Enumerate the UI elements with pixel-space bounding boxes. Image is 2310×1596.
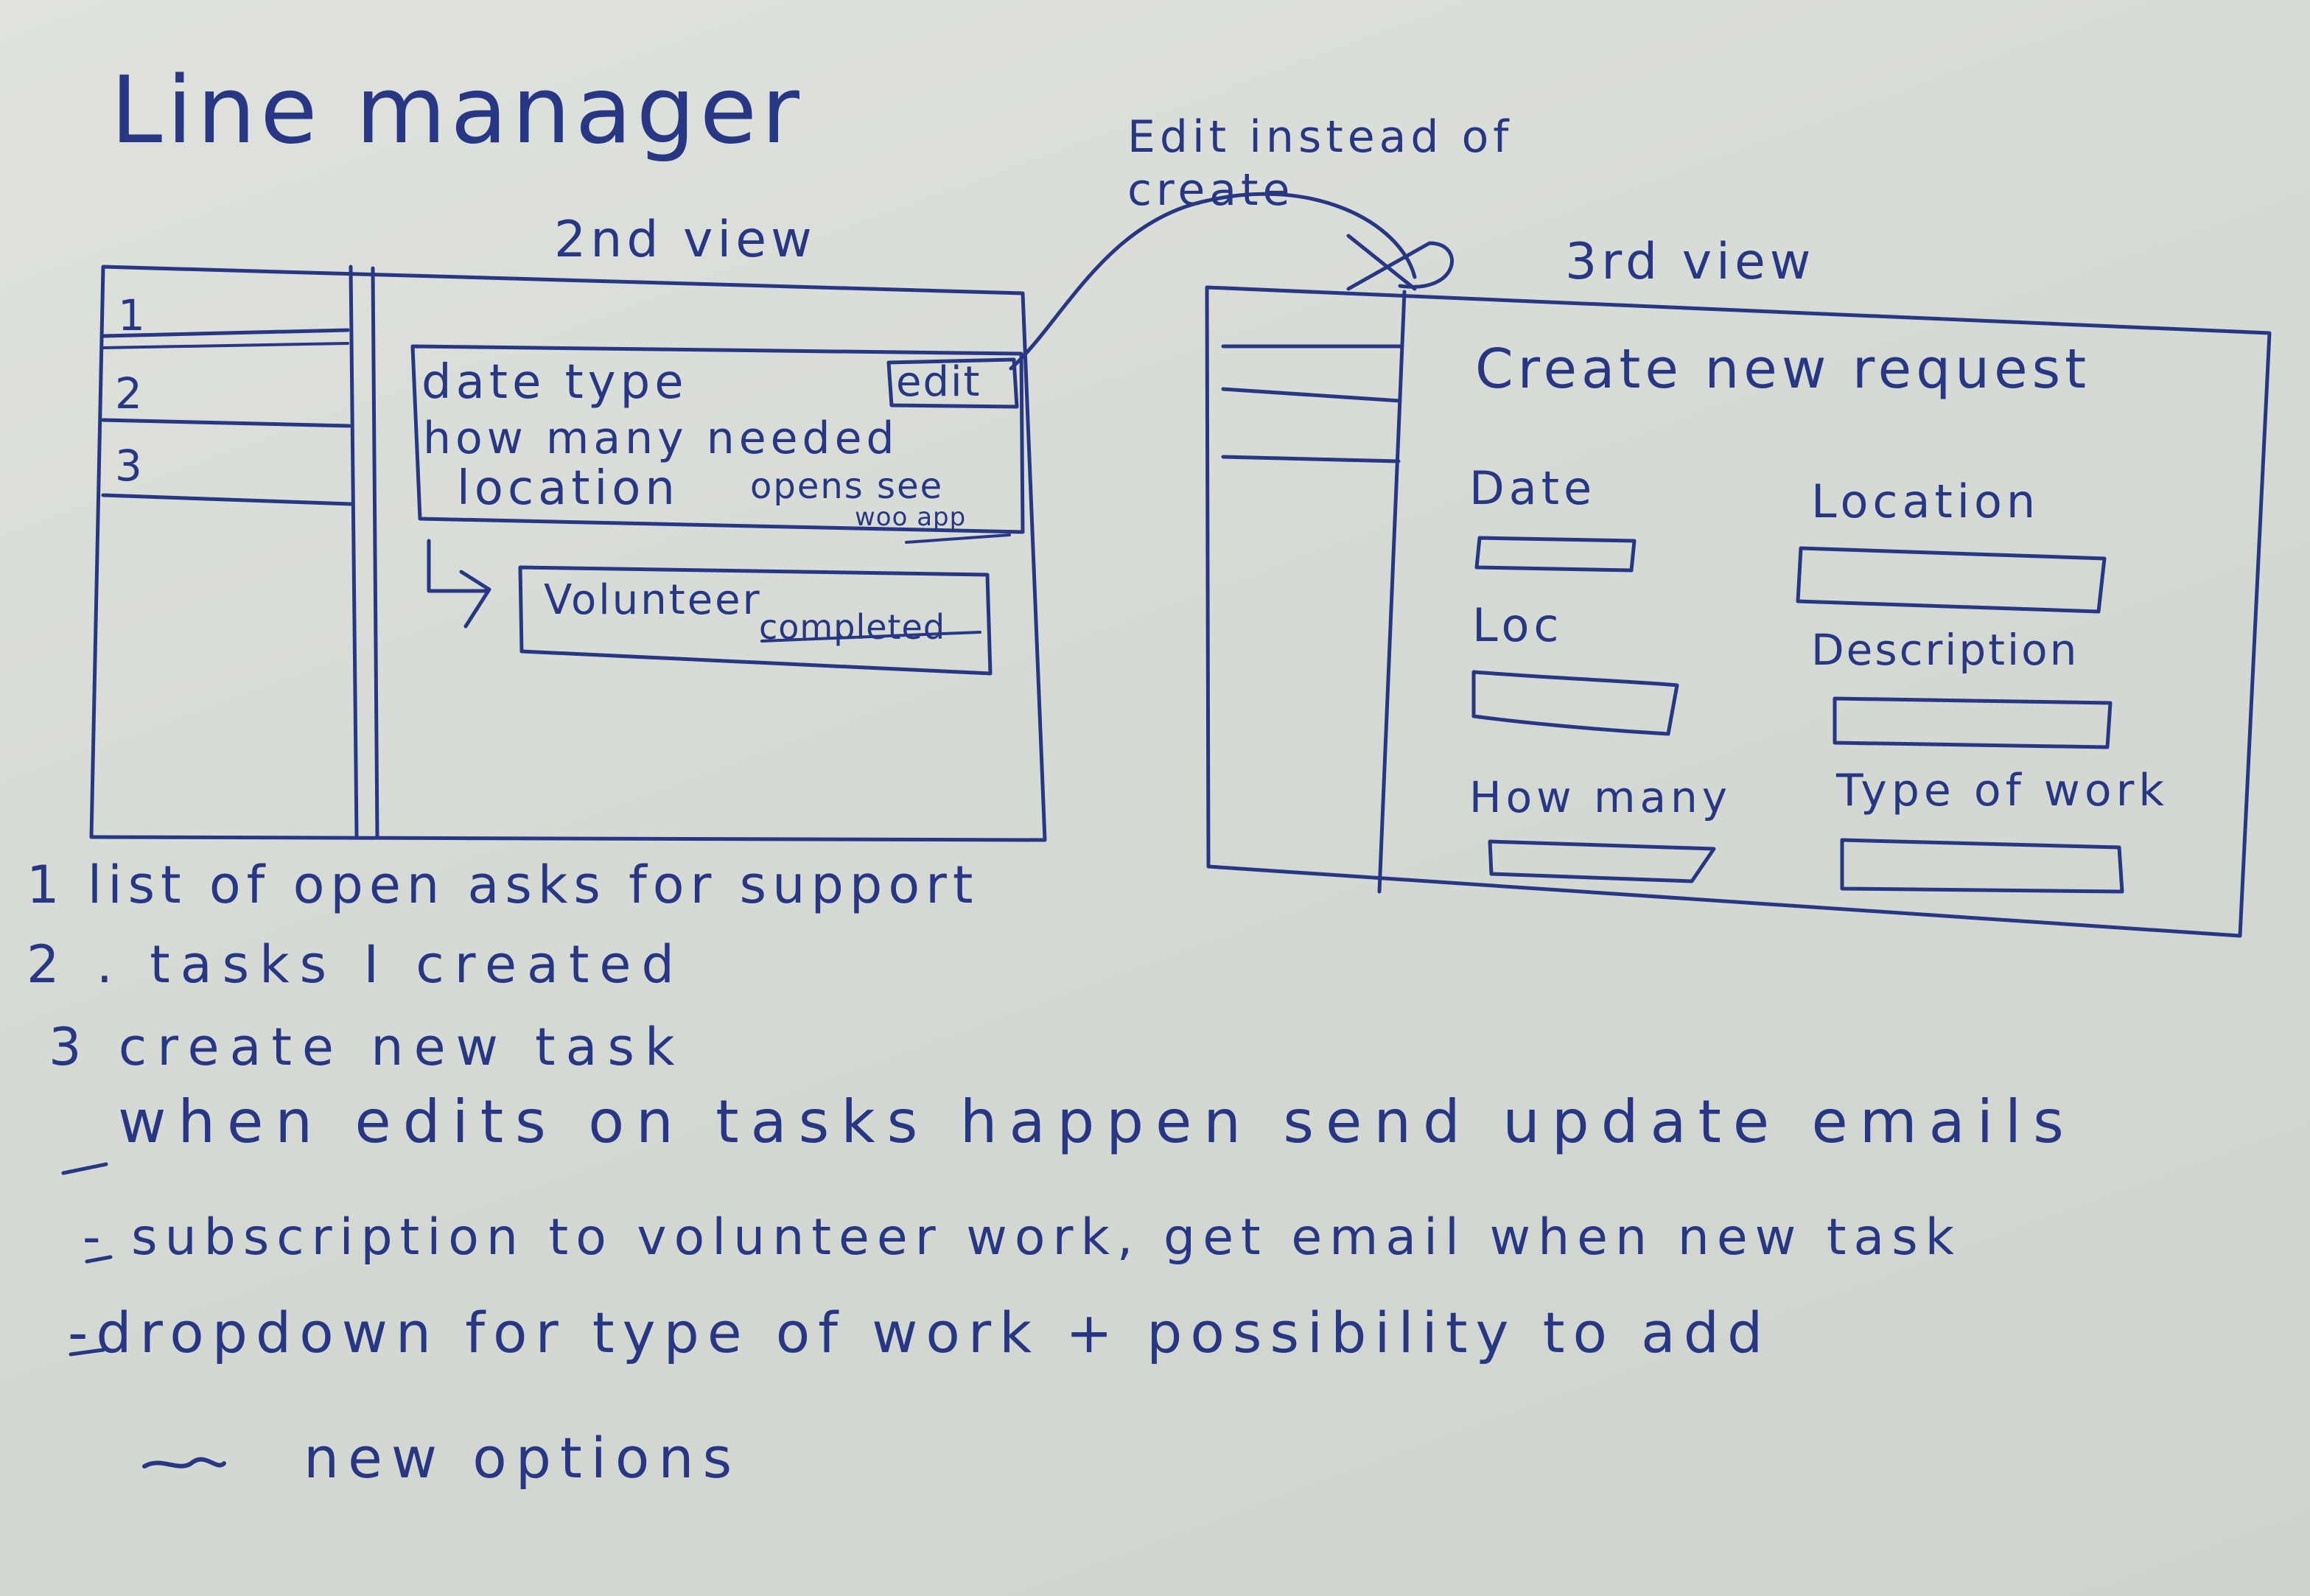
note-2: - subscription to volunteer work, get em… xyxy=(83,1208,1962,1267)
sidebar-item-3[interactable]: 3 xyxy=(115,441,147,491)
note-dashes xyxy=(61,1162,226,1469)
note-3: -dropdown for type of work + possibility… xyxy=(68,1300,1771,1365)
edit-annotation: Edit instead of create xyxy=(1127,111,1513,216)
date-label: Date xyxy=(1469,461,1597,515)
location-label: Location xyxy=(1811,475,2040,528)
third-view-label: 3rd view xyxy=(1565,233,1816,291)
legend-item-2: 2 . tasks I created xyxy=(27,934,685,995)
location-input[interactable] xyxy=(1801,553,2103,604)
form-title: Create new request xyxy=(1475,337,2091,401)
how-many-label: How many xyxy=(1469,772,1732,822)
second-view-frame xyxy=(89,265,1047,842)
page-title: Line manager xyxy=(111,56,804,164)
task-card-location: location xyxy=(457,461,679,516)
note-4: new options xyxy=(304,1425,741,1491)
description-label: Description xyxy=(1811,625,2079,675)
third-view-frame xyxy=(1205,285,2272,938)
description-input[interactable] xyxy=(1835,700,2107,744)
completed-status: completed xyxy=(759,607,946,647)
form-input-outlines xyxy=(1471,536,2124,894)
legend-item-3: 3 create new task xyxy=(49,1017,685,1077)
volunteer-subcard-outline xyxy=(427,539,993,676)
type-of-work-label: Type of work xyxy=(1836,765,2169,816)
task-card-woo-app: woo app xyxy=(855,503,967,532)
how-many-input[interactable] xyxy=(1490,843,1711,877)
task-card-how-many: how many needed xyxy=(423,413,899,464)
loc-input[interactable] xyxy=(1474,673,1673,729)
legend-item-1: 1 list of open asks for support xyxy=(27,855,979,915)
task-card-opens-see: opens see xyxy=(750,466,944,507)
note-1: when edits on tasks happen send update e… xyxy=(118,1088,2076,1156)
sidebar-item-2[interactable]: 2 xyxy=(115,368,147,419)
volunteer-label: Volunteer xyxy=(544,576,762,624)
date-input[interactable] xyxy=(1480,539,1634,569)
sidebar-item-1[interactable]: 1 xyxy=(118,290,150,340)
edit-connector-curve xyxy=(1009,192,1417,371)
second-view-label: 2nd view xyxy=(554,211,816,269)
loc-label: Loc xyxy=(1472,598,1564,652)
task-card-outline xyxy=(410,344,1025,544)
edit-button[interactable]: edit xyxy=(896,358,981,406)
task-card-date-type: date type xyxy=(421,355,688,410)
edit-connector-cross xyxy=(1346,234,1455,291)
type-of-work-dropdown[interactable] xyxy=(1842,841,2119,890)
